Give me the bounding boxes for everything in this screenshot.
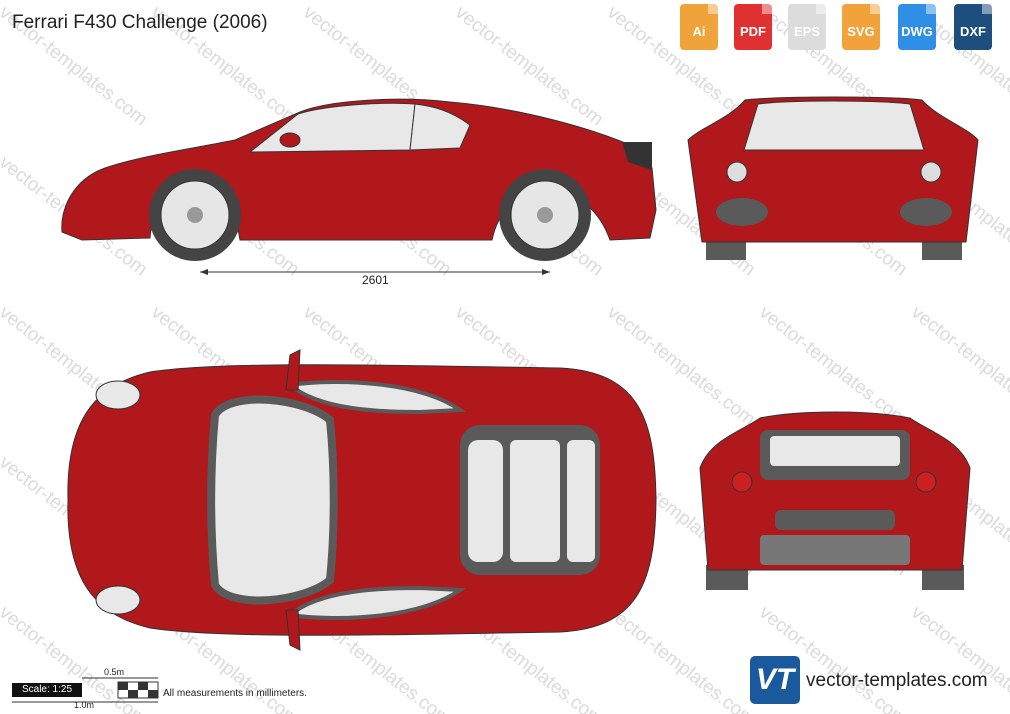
format-dwg-label: DWG (901, 24, 933, 39)
format-dxf-icon[interactable]: DXF (950, 4, 996, 51)
format-eps-label: EPS (793, 24, 820, 39)
page-title: Ferrari F430 Challenge (2006) (12, 12, 268, 33)
wheelbase-dimension: 2601 (362, 273, 389, 287)
format-svg-label: SVG (847, 24, 875, 39)
format-dwg-icon[interactable]: DWG (894, 4, 940, 51)
format-ai-label: Ai (692, 24, 706, 39)
measurement-note: All measurements in millimeters. (163, 688, 307, 699)
format-pdf-icon[interactable]: PDF (730, 4, 776, 51)
front-view (687, 96, 979, 260)
top-view (67, 349, 657, 651)
brand-name-link[interactable]: vector-templates.com (806, 670, 988, 691)
scale-half-label: 0.5m (104, 667, 125, 677)
scale-bar (12, 677, 159, 703)
vt-logo-icon[interactable]: VT (750, 656, 800, 704)
format-eps-icon[interactable]: EPS (784, 4, 830, 51)
format-dxf-label: DXF (960, 24, 986, 39)
side-view (61, 98, 657, 275)
rear-view (699, 411, 971, 590)
format-svg-icon[interactable]: SVG (838, 4, 884, 51)
scale-label: Scale: 1:25 (12, 683, 82, 697)
scale-full-label: 1.0m (74, 700, 95, 710)
format-pdf-label: PDF (740, 24, 766, 39)
format-ai-icon[interactable]: Ai (676, 4, 722, 51)
